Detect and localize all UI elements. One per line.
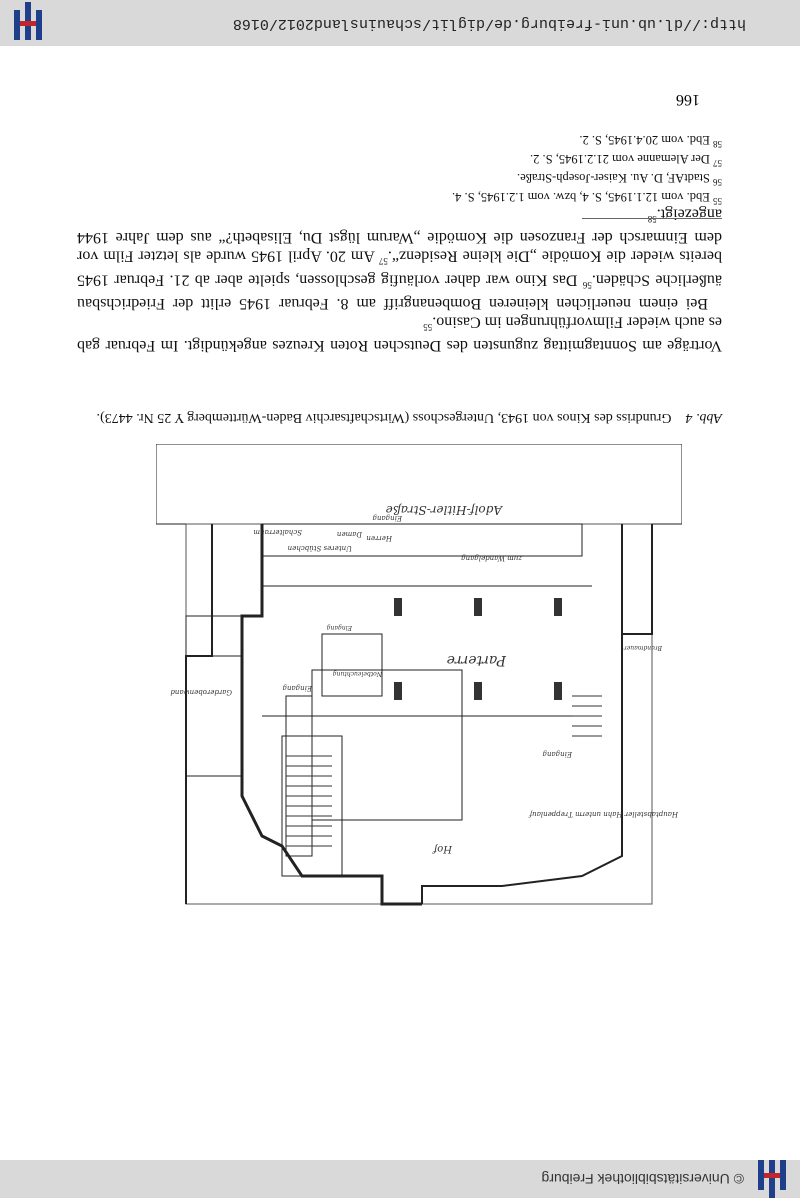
paragraph: Bei einem neuerlichen kleineren Bombenan… (76, 205, 722, 312)
plan-label-herren: Herren (366, 534, 393, 542)
footnotes: 55 Ebd. vom 12.1.1945, S. 4, bzw. vom 1.… (77, 131, 722, 208)
plan-label-wand: Garderobenwand (170, 688, 232, 696)
plan-label-haupt: Hauptabsteller Hahn unterm Treppenlauf (528, 810, 679, 818)
library-logo-icon (752, 1160, 792, 1198)
document-url: http://dl.ub.uni-freiburg.de/diglit/scha… (232, 15, 746, 32)
viewer-footer-bar: http://dl.ub.uni-freiburg.de/diglit/scha… (0, 0, 800, 46)
plan-label-zum: zum Wandelgang (461, 554, 523, 562)
plan-label-eingang: Eingang (327, 624, 353, 631)
plan-label-street: Adolf-Hitler-Straße (386, 503, 503, 517)
paragraph: Vorträge am Sonntagmittag zugunsten des … (77, 313, 722, 354)
body-text: Vorträge am Sonntagmittag zugunsten des … (77, 205, 722, 355)
library-logo-icon (8, 2, 48, 40)
plan-label-parterre: Parterre (447, 652, 507, 668)
figure-caption: Abb. 4Grundriss des Kinos von 1943, Unte… (96, 410, 722, 425)
footnote: 57 Der Alemanne vom 21.2.1945, S. 2. (530, 151, 722, 168)
plan-label-eingang: Eingang (282, 684, 313, 692)
page-number: 166 (676, 91, 700, 108)
footnote: 56 StadtAF, D. Au. Kaiser-Joseph-Straße. (517, 170, 722, 187)
copyright-notice: © Universitätsbibliothek Freiburg (541, 1171, 744, 1187)
footnote-divider (582, 218, 722, 219)
plan-label-eingang: Eingang (372, 514, 403, 522)
plan-label-eingang: Eingang (542, 750, 573, 758)
plan-label-unteres: Unteres Stübchen (287, 544, 352, 552)
plan-label-notbeleucht: Notbeleuchtung (333, 670, 383, 677)
viewer-header-bar: © Universitätsbibliothek Freiburg (0, 1160, 800, 1198)
plan-label-bauteil: Brandmauer (623, 644, 663, 651)
plan-label-schalter: Schalterraum (253, 528, 302, 536)
plan-label-hof: Hof (431, 843, 453, 854)
plan-label-damen: Damen (336, 530, 363, 538)
footnote: 58 Ebd. vom 20.4.1945, S. 2. (579, 132, 722, 149)
floor-plan-drawing: Parterre Adolf-Hitler-Straße Hof zum Wan… (156, 444, 682, 906)
